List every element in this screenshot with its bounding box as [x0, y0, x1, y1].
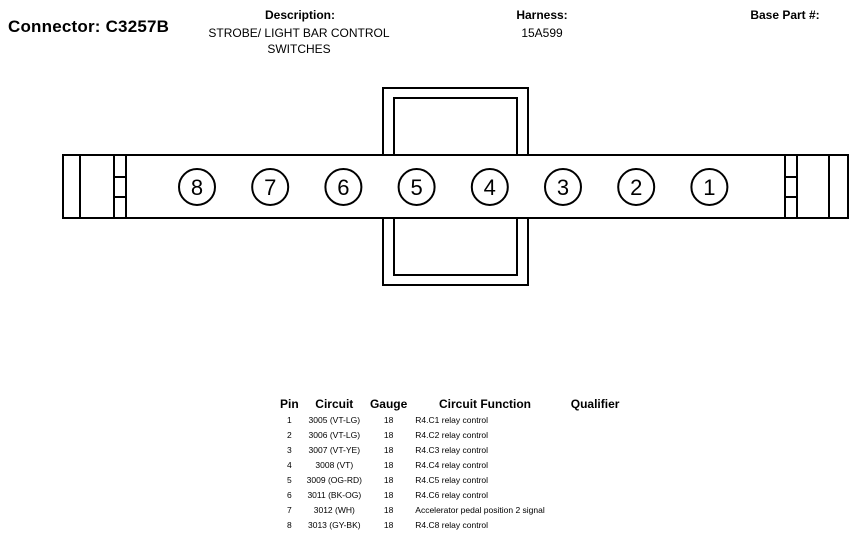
col-qualifier: Qualifier — [570, 397, 620, 411]
pin-cavity-8 — [178, 168, 216, 206]
circuit-cell: 3006 (VT-LG) — [308, 429, 361, 440]
pin-cavity-1 — [690, 168, 729, 206]
circuit-cell: 3009 (OG-RD) — [306, 474, 362, 485]
pin-cell: 4 — [286, 459, 292, 470]
function-cell: R4.C1 relay control — [415, 414, 489, 425]
qualifier-cell — [549, 427, 624, 442]
harness-label: Harness: — [516, 8, 568, 22]
harness-value: 15A599 — [521, 26, 563, 40]
table-row: 7 3012 (WH) 18 Accelerator pedal position 2… — [276, 502, 623, 517]
function-cell: R4.C6 relay control — [415, 489, 489, 500]
function-cell: R4.C2 relay control — [415, 429, 489, 440]
pin-cell: 2 — [286, 429, 292, 440]
pin-cavity-4 — [470, 168, 509, 206]
pin-cell: 1 — [286, 414, 292, 425]
col-pin: Pin — [280, 397, 299, 411]
qualifier-cell — [549, 442, 624, 457]
pin-number-6: 6 — [337, 175, 349, 200]
col-circuit-function: Circuit Function — [439, 397, 532, 411]
gauge-cell: 18 — [383, 414, 394, 425]
gauge-cell: 18 — [383, 489, 394, 500]
pin-cell: 5 — [286, 474, 292, 485]
pin-cell: 6 — [286, 489, 292, 500]
col-gauge: Gauge — [369, 397, 408, 411]
table-row: 5 3009 (OG-RD) 18 R4.C5 relay control — [276, 472, 623, 487]
circuit-cell: 3011 (BK-OG) — [307, 489, 362, 500]
function-cell: Accelerator pedal position 2 signal — [415, 504, 545, 515]
pin-cavity-6 — [324, 168, 363, 206]
circuit-cell: 3007 (VT-YE) — [308, 444, 361, 455]
circuit-cell: 3013 (GY-BK) — [308, 519, 361, 530]
connector-latch-bottom-inner — [393, 217, 518, 276]
pin-cell: 3 — [286, 444, 292, 455]
connector-face-diagram: 8 7 6 5 4 3 2 1 — [62, 87, 849, 286]
gauge-cell: 18 — [383, 444, 394, 455]
qualifier-cell — [549, 472, 624, 487]
pin-cavity-5 — [397, 168, 436, 206]
qualifier-cell — [549, 457, 624, 472]
table-row: 8 3013 (GY-BK) 18 R4.C8 relay control — [276, 517, 623, 532]
gauge-cell: 18 — [383, 474, 394, 485]
pin-number-8: 8 — [191, 175, 203, 200]
pin-cell: 7 — [286, 504, 292, 515]
col-circuit: Circuit — [315, 397, 354, 411]
pin-cavity-3 — [544, 168, 582, 206]
description-value: STROBE/ LIGHT BAR CONTROL SWITCHES — [208, 26, 390, 56]
pin-table: Pin Circuit Gauge Circuit Function Quali… — [276, 396, 623, 532]
qualifier-cell — [549, 487, 624, 502]
qualifier-cell — [549, 502, 624, 517]
table-row: 6 3011 (BK-OG) 18 R4.C6 relay control — [276, 487, 623, 502]
pin-cell: 8 — [286, 519, 292, 530]
gauge-cell: 18 — [383, 429, 394, 440]
circuit-cell: 3008 (VT) — [315, 459, 354, 470]
pin-cavity-7 — [251, 168, 290, 206]
gauge-cell: 18 — [383, 504, 394, 515]
pin-number-5: 5 — [410, 175, 422, 200]
gauge-cell: 18 — [383, 519, 394, 530]
function-cell: R4.C4 relay control — [415, 459, 489, 470]
pin-number-3: 3 — [557, 175, 569, 200]
pin-number-4: 4 — [484, 175, 496, 200]
qualifier-cell — [549, 412, 624, 427]
connector-title: Connector: C3257B — [8, 17, 170, 36]
table-row: 2 3006 (VT-LG) 18 R4.C2 relay control — [276, 427, 623, 442]
base-part-label: Base Part #: — [750, 8, 820, 22]
description-label: Description: — [264, 8, 335, 22]
table-row: 3 3007 (VT-YE) 18 R4.C3 relay control — [276, 442, 623, 457]
pin-table-header: Pin Circuit Gauge Circuit Function Quali… — [276, 396, 623, 412]
pin-number-1: 1 — [703, 175, 715, 200]
pin-number-2: 2 — [630, 175, 642, 200]
function-cell: R4.C8 relay control — [415, 519, 489, 530]
table-row: 4 3008 (VT) 18 R4.C4 relay control — [276, 457, 623, 472]
function-cell: R4.C5 relay control — [415, 474, 489, 485]
circuit-cell: 3005 (VT-LG) — [308, 414, 361, 425]
circuit-cell: 3012 (WH) — [313, 504, 355, 515]
connector-latch-top-inner — [393, 97, 518, 156]
pin-number-7: 7 — [264, 175, 276, 200]
function-cell: R4.C3 relay control — [415, 444, 489, 455]
pin-cavity-2 — [617, 168, 656, 206]
qualifier-cell — [549, 517, 624, 532]
table-row: 1 3005 (VT-LG) 18 R4.C1 relay control — [276, 412, 623, 427]
gauge-cell: 18 — [383, 459, 394, 470]
